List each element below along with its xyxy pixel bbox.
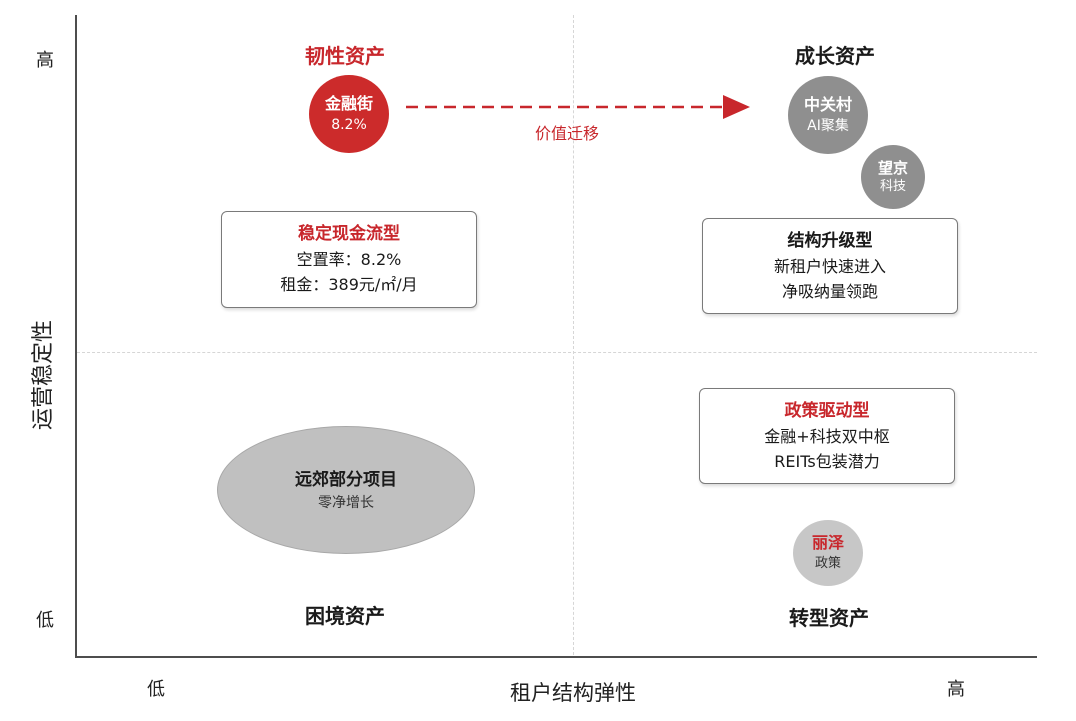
x-axis-label: 租户结构弹性 xyxy=(510,681,636,705)
node-suburb-projects-name: 远郊部分项目 xyxy=(295,469,397,490)
box-policy-driven-line2: REITs包装潜力 xyxy=(774,451,880,471)
box-structural-upgrade-line2: 净吸纳量领跑 xyxy=(781,281,878,301)
migration-arrow-label: 价值迁移 xyxy=(535,124,600,143)
box-stable-cashflow-line1: 空置率：8.2% xyxy=(296,250,402,269)
node-zhongguancun: 中关村 AI聚集 xyxy=(788,76,868,154)
box-stable-cashflow: 稳定现金流型 空置率：8.2% 租金：389元/㎡/月 xyxy=(221,211,477,308)
node-lize-name: 丽泽 xyxy=(811,533,844,552)
node-wangjing: 望京 科技 xyxy=(861,145,925,209)
node-zhongguancun-name: 中关村 xyxy=(803,95,852,114)
node-suburb-projects-sub: 零净增长 xyxy=(318,494,374,511)
quadrant-title-bottom-right: 转型资产 xyxy=(789,606,869,630)
quadrant-title-bottom-left: 困境资产 xyxy=(305,604,385,628)
node-wangjing-sub: 科技 xyxy=(879,179,906,194)
node-jinrongjie: 金融街 8.2% xyxy=(309,75,389,153)
y-tick-high: 高 xyxy=(36,50,54,71)
box-policy-driven-line1: 金融+科技双中枢 xyxy=(764,426,890,446)
node-zhongguancun-sub: AI聚集 xyxy=(807,118,849,134)
box-stable-cashflow-title: 稳定现金流型 xyxy=(298,224,400,244)
node-jinrongjie-name: 金融街 xyxy=(324,94,373,113)
node-suburb-projects: 远郊部分项目 零净增长 xyxy=(217,426,475,554)
y-tick-low: 低 xyxy=(36,610,54,631)
migration-arrow-head xyxy=(723,95,750,119)
y-axis-line xyxy=(75,15,77,658)
vertical-divider xyxy=(573,15,574,655)
migration-arrow xyxy=(406,95,750,119)
box-structural-upgrade-line1: 新租户快速进入 xyxy=(773,256,886,276)
node-wangjing-name: 望京 xyxy=(877,159,908,177)
x-tick-high: 高 xyxy=(947,679,965,700)
box-policy-driven: 政策驱动型 金融+科技双中枢 REITs包装潜力 xyxy=(699,388,955,484)
box-structural-upgrade: 结构升级型 新租户快速进入 净吸纳量领跑 xyxy=(702,218,958,314)
y-axis-label: 运营稳定性 xyxy=(31,319,57,431)
box-stable-cashflow-line2: 租金：389元/㎡/月 xyxy=(280,275,418,294)
x-tick-low: 低 xyxy=(147,679,165,700)
quadrant-title-top-right: 成长资产 xyxy=(795,44,875,68)
horizontal-divider xyxy=(77,352,1037,353)
node-lize: 丽泽 政策 xyxy=(793,520,863,586)
node-lize-sub: 政策 xyxy=(814,556,841,571)
node-jinrongjie-value: 8.2% xyxy=(331,117,367,133)
box-structural-upgrade-title: 结构升级型 xyxy=(787,230,873,251)
x-axis-line xyxy=(75,656,1037,658)
box-policy-driven-title: 政策驱动型 xyxy=(784,400,870,421)
quadrant-title-top-left: 韧性资产 xyxy=(305,44,385,68)
